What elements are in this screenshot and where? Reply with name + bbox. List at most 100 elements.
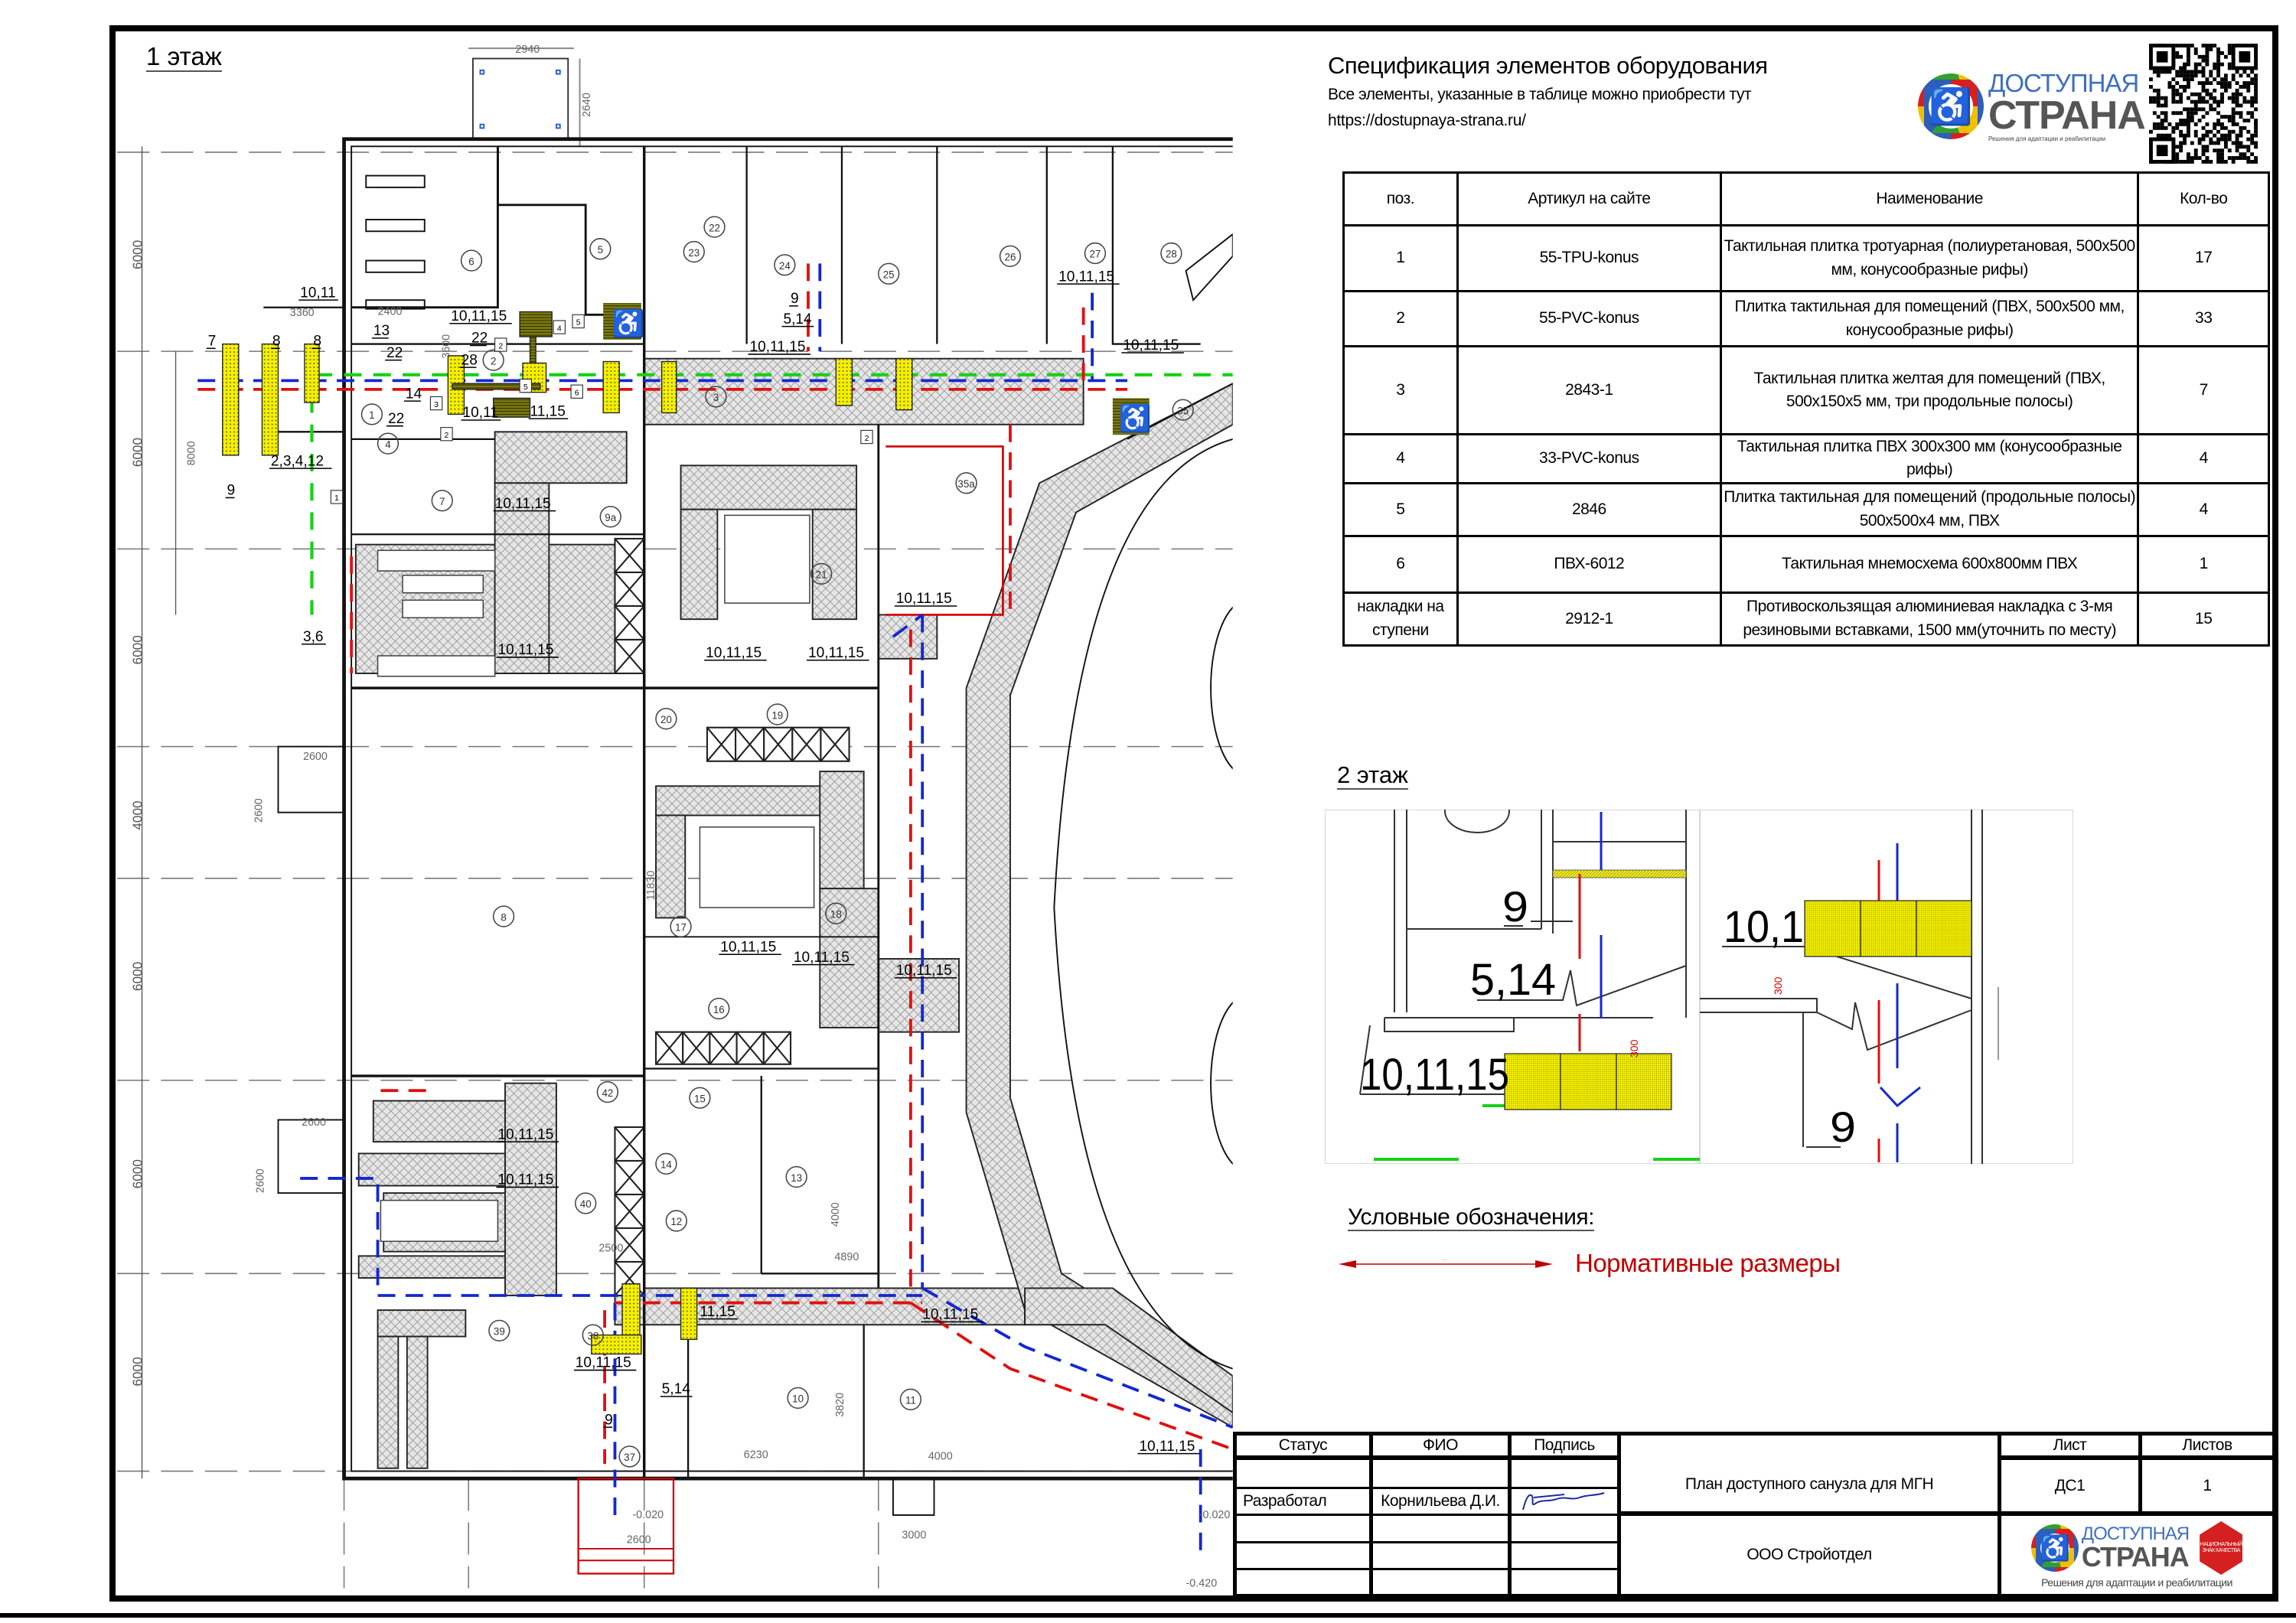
dimension-value: -0.020 [632,1509,664,1521]
svg-text:1: 1 [334,494,339,503]
svg-text:17: 17 [675,922,687,934]
spec-position-marker: 2 [860,429,873,445]
tb-empty-cell [1237,1570,1373,1596]
cell-sku: 2843-1 [1456,345,1722,435]
signature-icon [1522,1492,1605,1511]
cell-sku: 33-PVC-konus [1456,433,1722,484]
cell-qty: 1 [2137,534,2270,594]
cell-sku: 2846 [1456,481,1722,537]
room-number: 1 [360,403,383,425]
room-number: 6 [460,249,483,272]
room-number: 37 [618,1445,641,1468]
svg-text:26: 26 [1005,252,1016,263]
qr-code-icon[interactable] [2149,44,2258,164]
room-number: 25 [878,262,900,285]
spec-position-marker: 6 [570,384,583,399]
room-number: 22 [703,216,726,238]
legend-normative-dimensions: Нормативные размеры [1575,1249,1841,1277]
svg-text:10,11: 10,11 [300,285,335,301]
cell-name: Плитка тактильная для помещений (продоль… [1719,481,2140,537]
room-number: 13 [785,1165,807,1188]
cell-sku: 2912-1 [1456,591,1722,647]
cell-pos: накладки на ступени [1342,591,1459,647]
tb-empty-cell [1512,1460,1621,1489]
tb-logo-tagline: Решения для адаптации и реабилитации [2041,1576,2232,1589]
dimension-value: 2500 [598,1243,623,1255]
cell-pos: 4 [1342,433,1459,484]
svg-text:9: 9 [605,1412,613,1428]
room-number: 18 [825,902,847,924]
equipment-callout: 10,11 [298,285,338,301]
tb-status: Разработал [1237,1489,1373,1516]
room-35a-outline [885,445,1004,616]
tb-status-header: Статус [1237,1436,1373,1460]
cell-name: Плитка тактильная для помещений (ПВХ, 50… [1719,290,2140,347]
svg-text:5,14: 5,14 [662,1381,691,1397]
svg-text:11: 11 [905,1395,916,1406]
room-number: 20 [655,708,677,730]
tb-empty-cell [1512,1570,1621,1596]
tb-empty-cell [1373,1570,1512,1596]
svg-text:4: 4 [557,324,562,333]
axis-dimension: 6000 [130,1159,145,1188]
svg-text:2: 2 [865,434,869,443]
room-number: 21 [810,562,833,585]
hatched-corridors [354,357,1233,1469]
tb-name-header: ФИО [1373,1436,1512,1460]
tb-empty-cell [1512,1543,1621,1570]
svg-text:♿: ♿ [1119,403,1152,434]
svg-text:35: 35 [1177,405,1189,416]
equipment-callout: 10,11,15 [496,642,559,658]
accessible-symbol-icon: ♿ ♿ [603,302,1152,435]
cell-pos: 2 [1342,290,1459,347]
spec-url-link[interactable]: https://dostupnaya-strana.ru/ [1328,112,1526,129]
annex-box [468,47,581,147]
tb-company: ООО Стройотдел [1621,1516,2001,1596]
svg-text:13: 13 [373,323,390,339]
dimension-value: 3600 [440,334,452,359]
col-header-pos: поз. [1342,171,1459,227]
svg-text:8: 8 [501,911,506,923]
equipment-callout: 9 [603,1412,613,1428]
equipment-callout: 14 [403,386,422,402]
tb-empty-cell [1373,1460,1512,1489]
equipment-callout: 10,11,15 [1121,337,1184,354]
floor2-dimension: 300 [1628,1039,1640,1058]
tb-logo-cell: ♿ ДОСТУПНАЯ СТРАНА НАЦИОНАЛЬНЫЙ ЗНАК КАЧ… [2001,1516,2276,1596]
equipment-callout: 10,11,15 [1057,269,1120,285]
svg-text:2: 2 [498,341,503,350]
dimension-value: 3000 [902,1530,926,1542]
logo-tagline: Решения для адаптации и реабилитации [1988,135,2106,142]
dimension-value: 2600 [627,1533,651,1546]
room-number: 40 [575,1192,597,1214]
svg-text:10,11,15: 10,11,15 [1123,337,1179,354]
room-number: 26 [999,245,1022,267]
dimension-value: 6230 [744,1449,768,1461]
tb-empty-cell [1373,1543,1512,1570]
tactile-tiles [222,343,913,1355]
legend-title: Условные обозначения: [1348,1204,1594,1231]
equipment-callout: 10,11,15 [894,963,957,979]
equipment-callout: 10,11,15 [719,939,781,955]
spec-position-marker: 2 [494,337,507,352]
axis-dimension-line [141,146,177,1479]
svg-text:22: 22 [386,345,403,361]
cell-sku: 55-PVC-konus [1456,290,1722,347]
equipment-callout: 10,11,15 [894,591,957,607]
room-number: 27 [1084,242,1107,265]
equipment-callout: 22 [385,345,403,361]
svg-text:2: 2 [491,355,496,367]
spec-table: поз. Артикул на сайте Наименование Кол-в… [1342,171,2270,647]
dimension-value: 2940 [515,44,540,56]
dimension-value: 2600 [254,1168,266,1193]
equipment-callout: 10,11,15 [921,1307,983,1323]
axis-dimension: 6000 [130,240,145,269]
tb-sheet: ДС1 [2001,1460,2142,1516]
svg-text:10,11,15: 10,11,15 [576,1355,631,1371]
floor2-label: 9 [1502,882,1528,930]
svg-text:14: 14 [660,1159,672,1171]
svg-text:...: ... [1442,1255,1447,1262]
equipment-callout: 13 [371,323,390,339]
